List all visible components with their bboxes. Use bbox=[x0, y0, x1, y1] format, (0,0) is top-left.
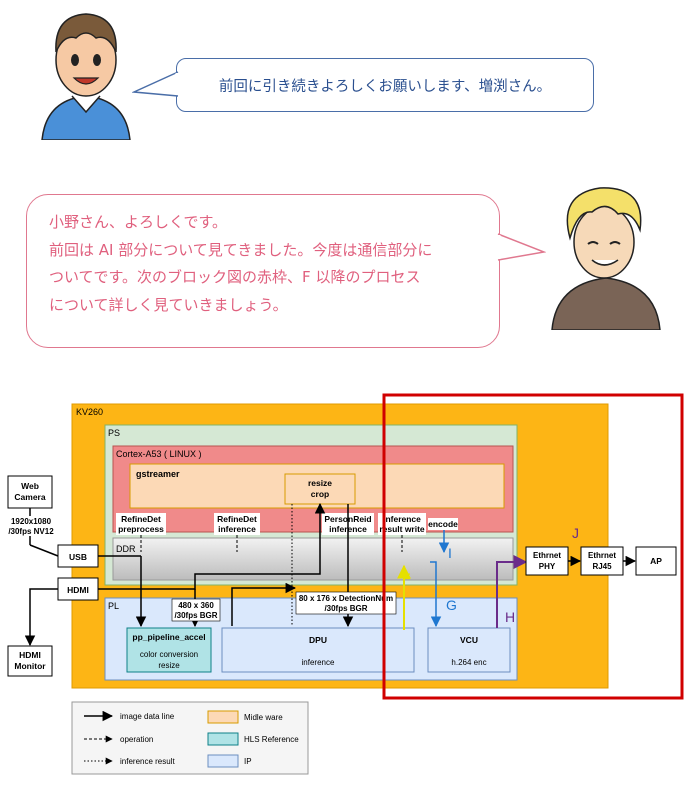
res80-label: 80 x 176 x DetectionNum bbox=[299, 594, 393, 603]
vcu-label: h.264 enc bbox=[451, 658, 486, 667]
legend-middle-label: Midle ware bbox=[244, 713, 283, 722]
pp-label: color conversion bbox=[140, 650, 198, 659]
eth-phy-block bbox=[525, 546, 569, 576]
op-label: encode bbox=[428, 519, 458, 529]
op-label: inference bbox=[383, 514, 421, 524]
bubble-tail-masubuchi bbox=[497, 233, 546, 261]
letter-f: F bbox=[402, 570, 411, 586]
eth-phy-label: Ethrnet bbox=[533, 551, 561, 560]
eth-phy-label: PHY bbox=[539, 562, 556, 571]
hdmi-label: HDMI bbox=[67, 585, 89, 595]
dialog-line: について詳しく見ていきましょう。 bbox=[49, 295, 288, 314]
op-box bbox=[116, 513, 166, 535]
block-diagram: KV260 PS Cortex-A53 ( LINUX ) gstreamer … bbox=[6, 393, 684, 775]
resize-crop-label: crop bbox=[311, 489, 329, 499]
letter-g: G bbox=[446, 597, 457, 613]
legend-operation-label: operation bbox=[120, 735, 153, 744]
dialog-line: 前回は AI 部分について見てきました。今度は通信部分に bbox=[49, 240, 433, 259]
op-label: result write bbox=[379, 524, 425, 534]
op-box bbox=[428, 518, 458, 530]
hdmi-monitor-label: Monitor bbox=[14, 661, 46, 671]
speech-bubble-ono: 前回に引き続きよろしくお願いします、増渕さん。 bbox=[176, 58, 594, 112]
eth-rj45-label: RJ45 bbox=[592, 562, 612, 571]
cortex-label: Cortex-A53 ( LINUX ) bbox=[116, 449, 202, 459]
res80-box bbox=[295, 591, 397, 615]
op-label: RefineDet bbox=[217, 514, 257, 524]
res480-box bbox=[171, 598, 221, 622]
hdmi-monitor-block bbox=[7, 645, 53, 677]
op-label: inference bbox=[218, 524, 256, 534]
dpu-block bbox=[221, 627, 415, 673]
resize-crop-label: resize bbox=[308, 478, 332, 488]
legend-ip-label: IP bbox=[244, 757, 252, 766]
pp-label: resize bbox=[158, 661, 180, 670]
bubble-tail-ono bbox=[132, 71, 179, 97]
dialog-line: 前回に引き続きよろしくお願いします、増渕さん。 bbox=[218, 78, 552, 95]
dialog-line: ついてです。次のブロック図の赤枠、F 以降のプロセス bbox=[49, 268, 421, 286]
speech-bubble-masubuchi: 小野さん、よろしくです。 前回は AI 部分について見てきました。今度は通信部分… bbox=[26, 194, 500, 348]
legend-image-label: image data line bbox=[120, 712, 175, 721]
ap-label: AP bbox=[650, 556, 662, 566]
pp-pipeline-block bbox=[126, 627, 212, 673]
op-label: RefineDet bbox=[121, 514, 161, 524]
red-highlight-frame bbox=[382, 393, 684, 700]
dpu-label: inference bbox=[302, 658, 335, 667]
res480-label: 480 x 360 bbox=[178, 601, 214, 610]
op-box bbox=[378, 513, 426, 535]
pl-label: PL bbox=[108, 601, 119, 611]
dpu-label: DPU bbox=[309, 635, 327, 645]
character-ono bbox=[41, 13, 131, 140]
usb-label: USB bbox=[69, 552, 87, 562]
letter-h: I bbox=[448, 545, 452, 561]
gstreamer-label: gstreamer bbox=[136, 469, 180, 479]
cam-res-box bbox=[6, 516, 56, 536]
web-camera-label: Camera bbox=[14, 492, 45, 502]
kv260-label: KV260 bbox=[76, 407, 103, 417]
res80-label: /30fps BGR bbox=[324, 604, 367, 613]
dialog-line: 小野さん、よろしくです。 bbox=[49, 213, 228, 231]
legend-hls-swatch bbox=[207, 732, 239, 746]
op-label: preprocess bbox=[118, 524, 164, 534]
letter-i: H bbox=[505, 609, 515, 625]
line-i bbox=[496, 555, 528, 628]
character-masubuchi bbox=[551, 187, 661, 330]
res480-label: /30fps BGR bbox=[174, 611, 217, 620]
hdmi-monitor-label: HDMI bbox=[19, 650, 41, 660]
legend-result-label: inference result bbox=[120, 757, 175, 766]
vcu-label: VCU bbox=[460, 635, 478, 645]
ap-block bbox=[635, 546, 677, 576]
cam-res-label: 1920x1080 bbox=[11, 517, 52, 526]
ps-label: PS bbox=[108, 428, 120, 438]
legend-ip-swatch bbox=[207, 754, 239, 768]
legend-hls-label: HLS Reference bbox=[244, 735, 299, 744]
web-camera-label: Web bbox=[21, 481, 39, 491]
legend-middle-swatch bbox=[207, 710, 239, 724]
op-box bbox=[214, 513, 260, 535]
ddr-label: DDR bbox=[116, 544, 136, 554]
eth-rj45-label: Ethrnet bbox=[588, 551, 616, 560]
vcu-block bbox=[427, 627, 511, 673]
cam-res-label: /30fps NV12 bbox=[8, 527, 54, 536]
line-g bbox=[430, 561, 442, 628]
pp-label: pp_pipeline_accel bbox=[132, 632, 205, 642]
letter-j: J bbox=[572, 525, 579, 541]
